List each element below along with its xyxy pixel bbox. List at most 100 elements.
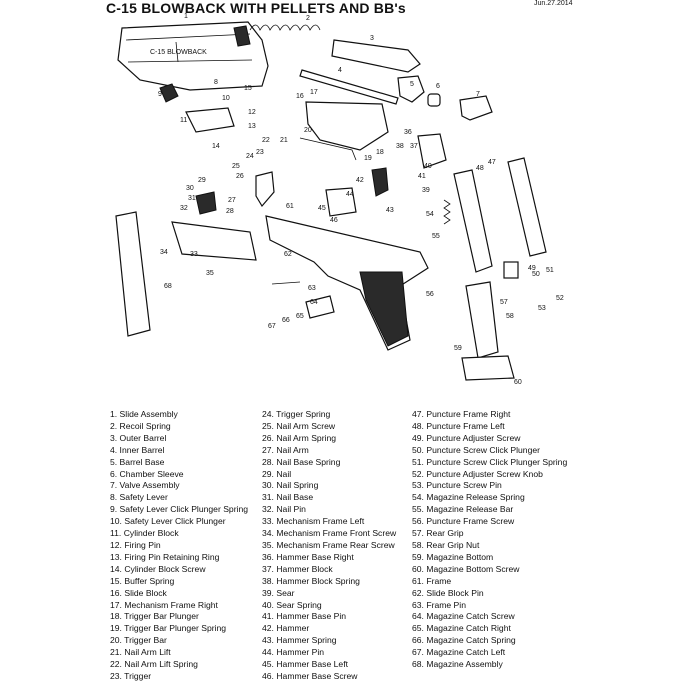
callout-4: 4 — [338, 67, 342, 74]
callout-53: 53 — [538, 305, 546, 312]
magazine-catch-drawing — [305, 295, 335, 319]
parts-list-item: 4. Inner Barrel — [110, 444, 165, 455]
magazine-bottom-drawing — [461, 355, 515, 381]
parts-list-item: 29. Nail — [262, 468, 292, 479]
magazine-assembly-drawing — [115, 211, 151, 337]
slide-assembly-drawing: C-15 BLOWBACK — [117, 21, 269, 91]
parts-list-item: 11. Cylinder Block — [110, 528, 179, 539]
parts-list-item: 57. Rear Grip — [412, 528, 464, 539]
callout-31: 31 — [188, 195, 196, 202]
rear-grip-drawing — [465, 281, 499, 359]
callout-18: 18 — [376, 149, 384, 156]
callout-37: 37 — [410, 143, 418, 150]
parts-list-item: 64. Magazine Catch Screw — [412, 611, 515, 622]
callout-35: 35 — [206, 270, 214, 277]
parts-list-item: 25. Nail Arm Screw — [262, 420, 336, 431]
parts-list-item: 66. Magazine Catch Spring — [412, 635, 516, 646]
parts-list-item: 7. Valve Assembly — [110, 480, 180, 491]
parts-list-item: 22. Nail Arm Lift Spring — [110, 659, 198, 670]
callout-30: 30 — [186, 185, 194, 192]
parts-list-item: 47. Puncture Frame Right — [412, 409, 511, 419]
callout-66: 66 — [282, 317, 290, 324]
callout-14: 14 — [212, 143, 220, 150]
parts-list-item: 51. Puncture Screw Click Plunger Spring — [412, 456, 568, 467]
valve-assembly-drawing — [459, 95, 493, 121]
parts-list-item: 54. Magazine Release Spring — [412, 492, 525, 503]
callout-43: 43 — [386, 207, 394, 214]
callout-34: 34 — [160, 249, 168, 256]
callout-28: 28 — [226, 208, 234, 215]
callout-60: 60 — [514, 379, 522, 386]
parts-list-item: 61. Frame — [412, 575, 452, 586]
parts-list-item: 53. Puncture Screw Pin — [412, 480, 502, 491]
puncture-frame-right-drawing — [507, 157, 547, 257]
callout-63: 63 — [308, 285, 316, 292]
parts-list-item: 3. Outer Barrel — [110, 432, 167, 443]
trigger-drawing — [255, 171, 275, 208]
grip-panel-drawing — [359, 271, 409, 347]
callout-33: 33 — [190, 251, 198, 258]
parts-list-item: 50. Puncture Screw Click Plunger — [412, 444, 541, 455]
mechanism-frame-right-drawing — [305, 101, 389, 151]
parts-list-item: 62. Slide Block Pin — [412, 587, 484, 598]
page-title: C-15 BLOWBACK WITH PELLETS AND BB's — [106, 0, 406, 16]
callout-5: 5 — [410, 81, 414, 88]
callout-8: 8 — [214, 79, 218, 86]
slide-logo: C-15 BLOWBACK — [150, 49, 207, 56]
callout-68: 68 — [164, 283, 172, 290]
parts-list-item: 8. Safety Lever — [110, 492, 168, 503]
parts-list-item: 43. Hammer Spring — [262, 635, 337, 646]
parts-list-item: 10. Safety Lever Click Plunger — [110, 516, 226, 527]
callout-44: 44 — [346, 191, 354, 198]
callout-2: 2 — [306, 15, 310, 22]
callout-36: 36 — [404, 129, 412, 136]
parts-list-item: 33. Mechanism Frame Left — [262, 516, 365, 527]
magazine-release-spring-drawing — [443, 199, 451, 225]
callout-51: 51 — [546, 267, 554, 274]
callout-1: 1 — [184, 13, 188, 20]
callout-55: 55 — [432, 233, 440, 240]
parts-list-item: 27. Nail Arm — [262, 444, 309, 455]
callout-56: 56 — [426, 291, 434, 298]
callout-40: 40 — [424, 163, 432, 170]
parts-list-item: 38. Hammer Block Spring — [262, 575, 360, 586]
mechanism-frame-left-drawing — [171, 221, 257, 261]
parts-list-item: 20. Trigger Bar — [110, 635, 167, 646]
callout-48: 48 — [476, 165, 484, 172]
puncture-frame-left-drawing — [453, 169, 493, 273]
callout-46: 46 — [330, 217, 338, 224]
parts-list-item: 15. Buffer Spring — [110, 575, 175, 586]
parts-list-item: 1. Slide Assembly — [110, 409, 178, 419]
callout-13: 13 — [248, 123, 256, 130]
parts-list-item: 5. Barrel Base — [110, 456, 165, 467]
callout-6: 6 — [436, 83, 440, 90]
parts-list-item: 45. Hammer Base Left — [262, 659, 348, 670]
callout-11: 11 — [180, 117, 187, 124]
callout-24: 24 — [246, 153, 254, 160]
parts-list-item: 18. Trigger Bar Plunger — [110, 611, 199, 622]
callout-52: 52 — [556, 295, 564, 302]
parts-list-item: 19. Trigger Bar Plunger Spring — [110, 623, 227, 634]
outer-barrel-drawing — [331, 39, 421, 73]
parts-list-item: 31. Nail Base — [262, 492, 314, 503]
callout-7: 7 — [476, 91, 480, 98]
parts-list-item: 48. Puncture Frame Left — [412, 420, 505, 431]
parts-list-item: 24. Trigger Spring — [262, 409, 331, 419]
hammer-base-right-drawing — [417, 133, 447, 169]
parts-list-item: 59. Magazine Bottom — [412, 551, 494, 562]
parts-list-item: 36. Hammer Base Right — [262, 551, 354, 562]
callout-59: 59 — [454, 345, 462, 352]
parts-list-item: 35. Mechanism Frame Rear Screw — [262, 539, 395, 550]
parts-list-item: 14. Cylinder Block Screw — [110, 563, 206, 574]
parts-list-item: 56. Puncture Frame Screw — [412, 516, 515, 527]
parts-list-item: 16. Slide Block — [110, 587, 167, 598]
callout-9: 9 — [158, 91, 162, 98]
callout-54: 54 — [426, 211, 434, 218]
callout-62: 62 — [284, 251, 292, 258]
